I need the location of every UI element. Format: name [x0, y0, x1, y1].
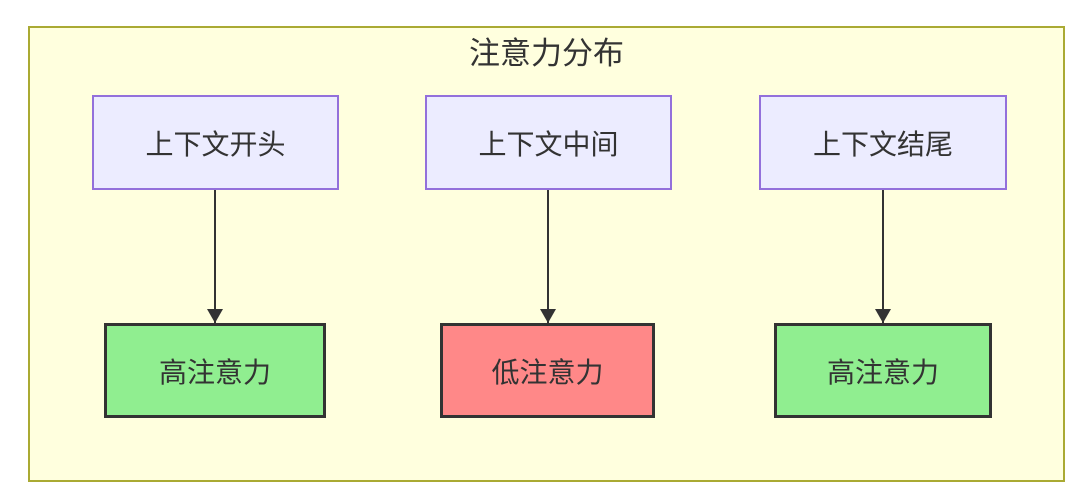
cluster-title: 注意力分布 — [469, 36, 624, 71]
arrowhead-down-icon — [875, 309, 891, 323]
node-high-attention-left: 高注意力 — [104, 323, 326, 418]
attention-distribution-cluster: 注意力分布 上下文开头 上下文中间 上下文结尾 高注意力 低注意力 高注意力 — [28, 26, 1065, 482]
node-high-attention-right: 高注意力 — [774, 323, 992, 418]
node-context-end: 上下文结尾 — [759, 95, 1007, 190]
node-context-beginning: 上下文开头 — [92, 95, 339, 190]
arrowhead-down-icon — [540, 309, 556, 323]
node-context-middle: 上下文中间 — [425, 95, 672, 190]
arrow-middle-to-low — [540, 190, 556, 323]
node-label: 上下文中间 — [478, 128, 619, 160]
node-label: 高注意力 — [826, 356, 939, 388]
arrowhead-down-icon — [207, 309, 223, 323]
node-label: 低注意力 — [491, 356, 604, 388]
node-label: 上下文开头 — [145, 128, 286, 160]
arrow-beginning-to-high — [207, 190, 223, 323]
node-label: 上下文结尾 — [812, 128, 953, 160]
node-label: 高注意力 — [158, 356, 271, 388]
node-low-attention: 低注意力 — [440, 323, 655, 418]
arrow-end-to-high — [875, 190, 891, 323]
